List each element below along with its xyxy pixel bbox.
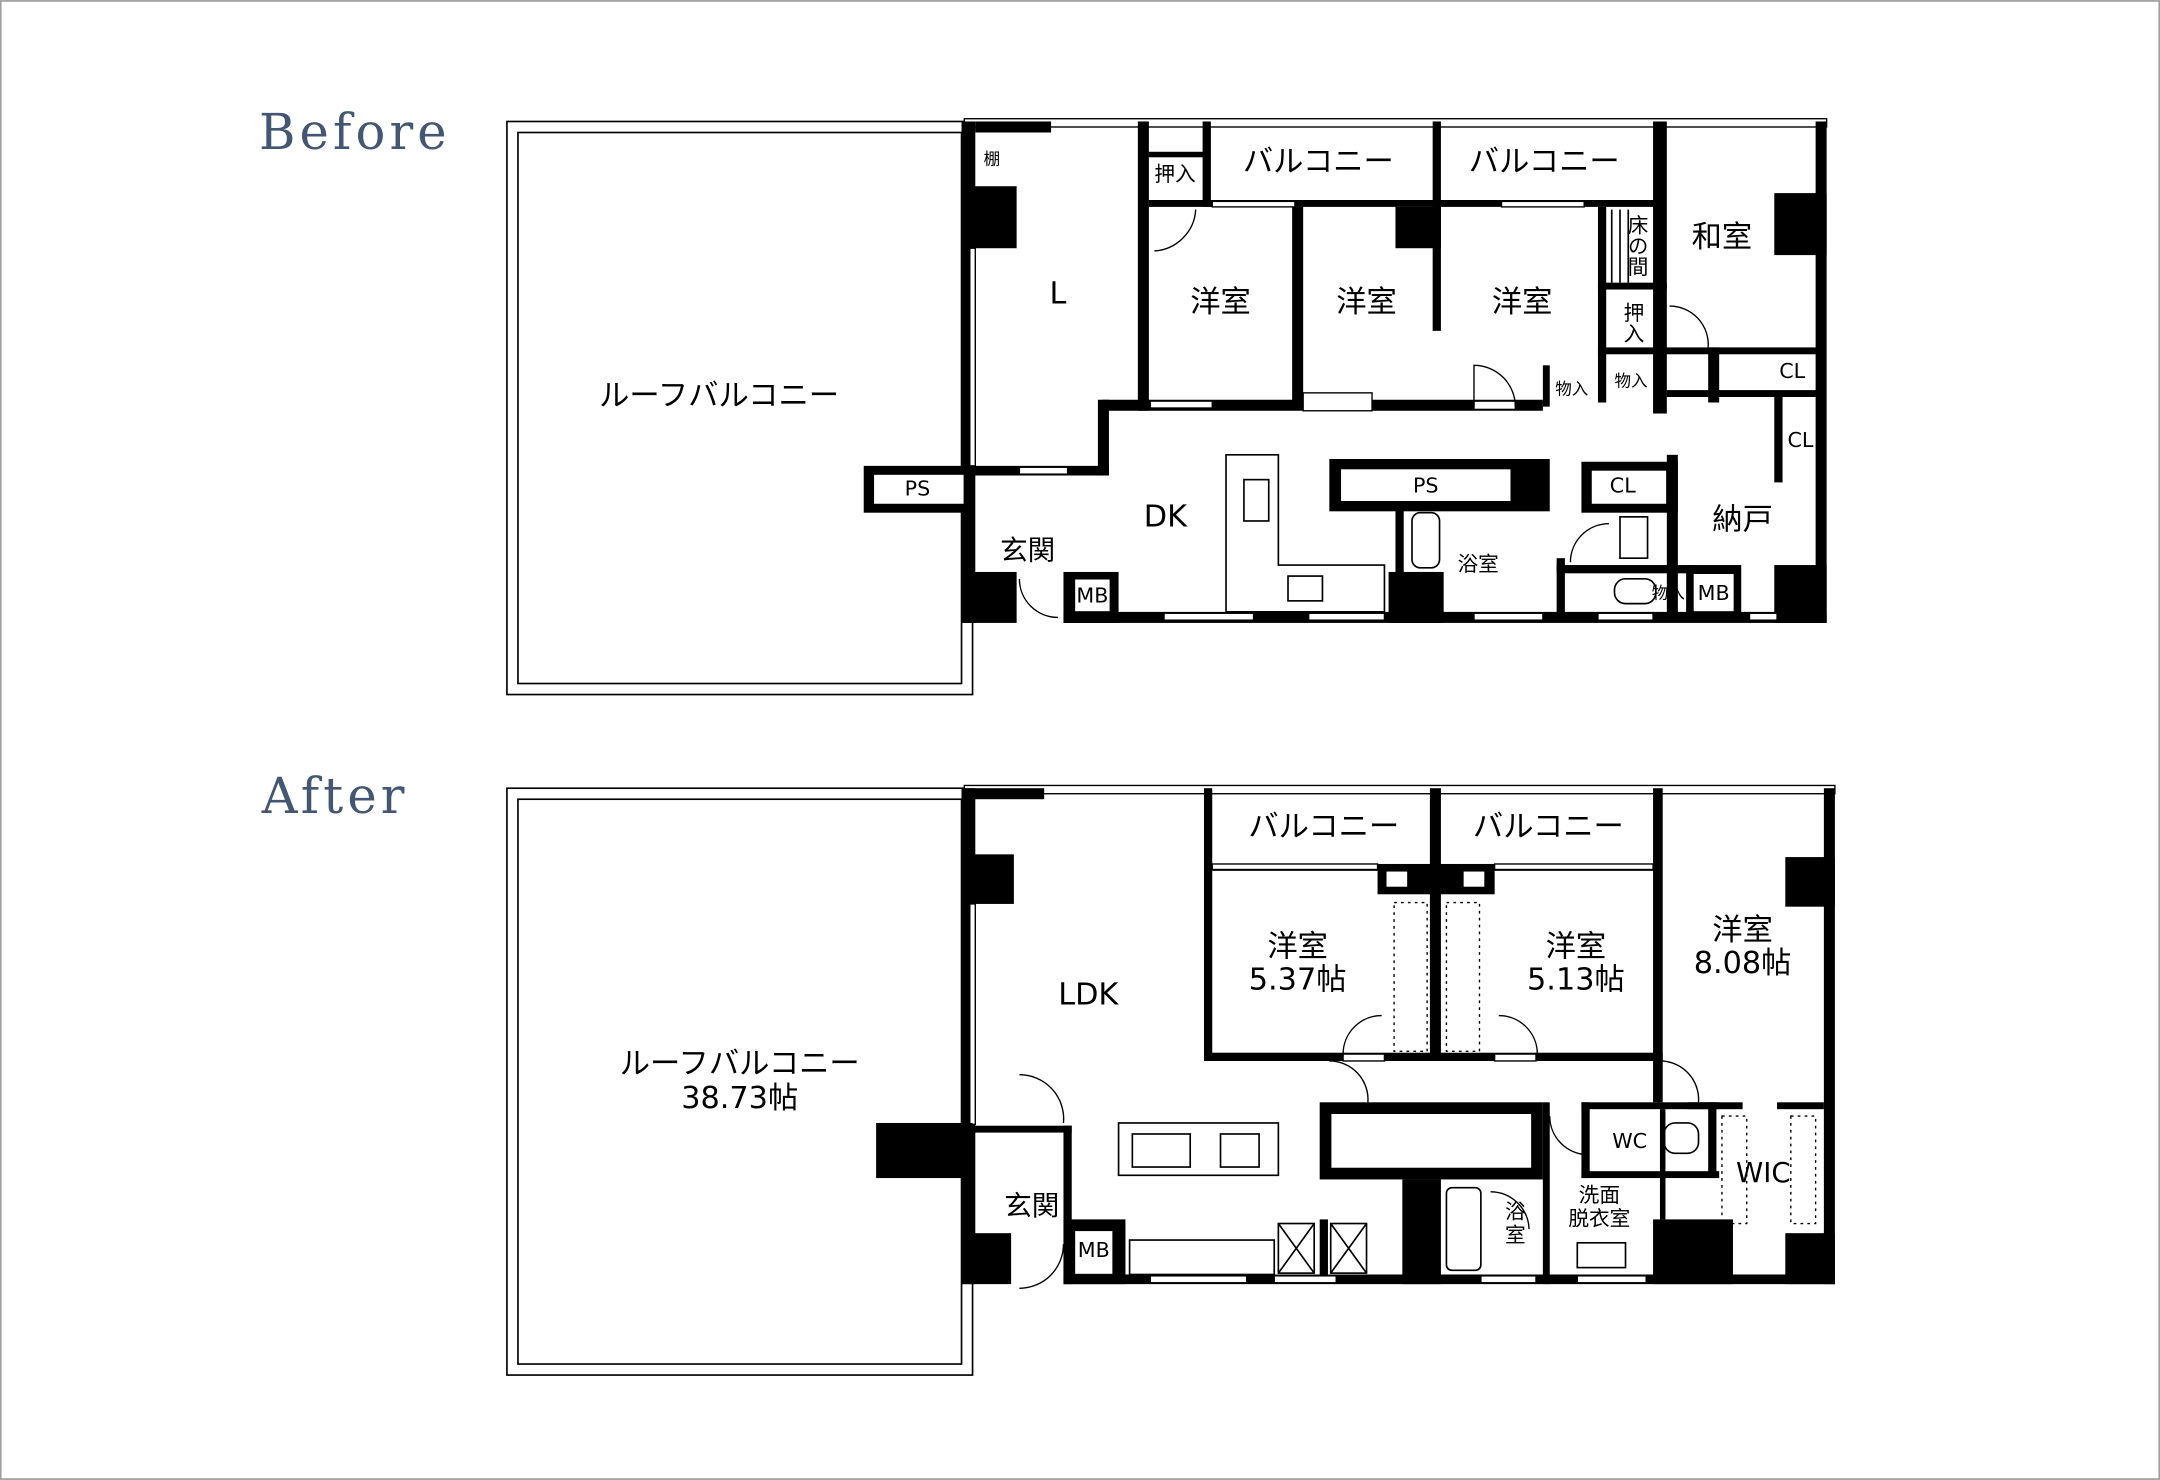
room-dining-kitchen: DK <box>1144 500 1188 535</box>
storage-3: 物入 <box>1652 583 1685 602</box>
balcony-2: バルコニー <box>1469 144 1620 179</box>
after-plan: ルーフバルコニー 38.73帖 LDK 玄関 MB バルコニー バルコニー 洋室… <box>506 784 1836 1376</box>
room-japanese: 和室 <box>1692 220 1753 255</box>
room-ldk: LDK <box>1058 978 1119 1013</box>
bathtub <box>1411 511 1441 569</box>
balcony-1: バルコニー <box>1248 810 1399 845</box>
shelf-2: 棚 <box>1519 479 1530 493</box>
room-western-2-area: 5.13帖 <box>1527 963 1625 998</box>
door-swings <box>1018 209 1709 619</box>
closet-cl-2: CL <box>1779 359 1805 383</box>
room-western-1: 洋室 <box>1267 930 1328 965</box>
meter-box: MB <box>1078 1238 1110 1262</box>
pipe-space-center: PS <box>1413 474 1439 498</box>
room-western-2: 洋室 <box>1336 285 1397 320</box>
room-western-3-area: 8.08帖 <box>1694 946 1792 981</box>
storage-1: 物入 <box>1555 380 1588 399</box>
pipe-space-left: PS <box>905 476 931 500</box>
closet-patterns <box>1393 901 1817 1225</box>
tokonoma-pattern <box>1610 209 1630 283</box>
room-living: L <box>1050 277 1067 312</box>
closet-cl-1: CL <box>1610 474 1636 498</box>
closet-oshiire-1: 押入 <box>1154 162 1195 186</box>
tokonoma: 床の間 <box>1624 214 1648 276</box>
room-walk-in-closet: WIC <box>1736 1157 1791 1189</box>
door-swings <box>1019 1014 1700 1289</box>
room-washroom-line2: 脱衣室 <box>1568 1206 1630 1230</box>
room-western-1-area: 5.37帖 <box>1249 963 1347 998</box>
room-washroom-line1: 洗面 <box>1579 1183 1620 1207</box>
washbasin <box>1576 1241 1627 1269</box>
roof-balcony-area: 38.73帖 <box>681 1081 798 1116</box>
bathtub <box>1445 1186 1482 1272</box>
closet-cl-3: CL <box>1787 428 1813 452</box>
storage-2: 物入 <box>1614 371 1647 390</box>
kitchen-counter <box>1117 1122 1368 1276</box>
toilet <box>1613 578 1657 605</box>
before-heading: Before <box>259 103 451 161</box>
walls <box>876 784 1836 1285</box>
room-bath: 浴室 <box>1457 552 1498 576</box>
room-roof-balcony: ルーフバルコニー <box>620 1047 860 1082</box>
room-western-3: 洋室 <box>1492 285 1553 320</box>
room-bath-line1: 浴 <box>1505 1200 1526 1224</box>
closet-oshiire-2: 押入 <box>1620 302 1644 343</box>
shelf-1: 棚 <box>984 150 1001 169</box>
room-roof-balcony: ルーフバルコニー <box>599 378 839 413</box>
meter-box-2: MB <box>1698 581 1730 605</box>
room-western-3: 洋室 <box>1712 913 1773 948</box>
balcony-1: バルコニー <box>1243 144 1394 179</box>
balcony-2: バルコニー <box>1473 810 1624 845</box>
room-storage-nando: 納戸 <box>1712 502 1773 537</box>
room-western-1: 洋室 <box>1190 285 1251 320</box>
room-entrance: 玄関 <box>1000 534 1055 566</box>
kitchen-counter <box>1225 454 1386 613</box>
toilet <box>1663 1122 1700 1155</box>
room-wc: WC <box>1612 1129 1647 1153</box>
room-western-2: 洋室 <box>1546 930 1607 965</box>
washbasin <box>1619 516 1649 559</box>
room-bath-line2: 室 <box>1505 1223 1526 1247</box>
room-entrance: 玄関 <box>1004 1190 1059 1222</box>
meter-box: MB <box>1076 584 1108 608</box>
before-plan: ルーフバルコニー L DK 玄関 MB PS 洋室 洋室 洋室 バルコニー バル… <box>506 118 1828 696</box>
after-heading: After <box>261 767 409 825</box>
